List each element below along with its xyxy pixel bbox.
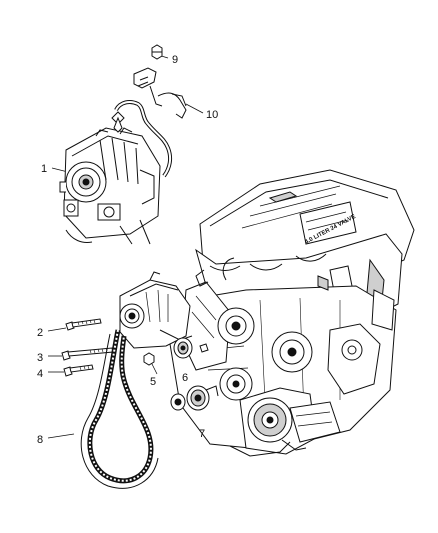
nut-part-9 xyxy=(151,44,163,60)
alternator-part-1 xyxy=(59,116,161,245)
pulley-part-6 xyxy=(173,337,209,359)
bolt-part-2 xyxy=(65,318,102,331)
callout-label-9: 9 xyxy=(172,54,179,66)
callout-label-4: 4 xyxy=(37,368,44,380)
belt-part-8 xyxy=(80,329,159,489)
callout-label-3: 3 xyxy=(37,352,44,364)
callout-label-10: 10 xyxy=(206,109,219,121)
callout-label-5: 5 xyxy=(150,376,157,388)
engine-assembly xyxy=(169,169,415,457)
callout-label-6: 6 xyxy=(182,372,189,384)
bolt-part-3 xyxy=(61,347,114,361)
pulley-part-7 xyxy=(170,385,219,411)
callout-label-7: 7 xyxy=(199,428,206,440)
callout-label-8: 8 xyxy=(37,434,44,446)
callout-label-1: 1 xyxy=(41,163,48,175)
bolt-part-4 xyxy=(63,364,94,377)
bolt-part-5 xyxy=(143,352,155,366)
alternator-bracket xyxy=(119,271,193,349)
callout-label-2: 2 xyxy=(37,327,44,339)
